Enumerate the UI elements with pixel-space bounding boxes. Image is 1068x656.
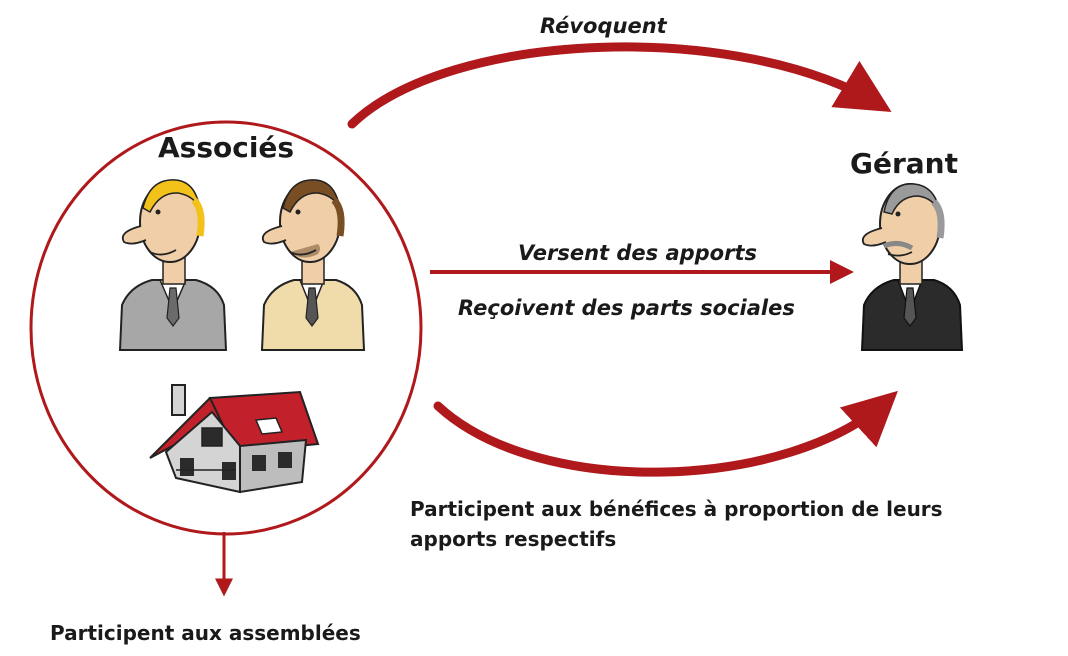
label-versent-apports: Versent des apports bbox=[518, 241, 758, 265]
arrow-revoquent bbox=[347, 42, 892, 129]
arrow-benefices bbox=[433, 390, 898, 477]
associate-blond-icon bbox=[118, 179, 228, 351]
house-icon bbox=[149, 384, 320, 494]
associate-brown-icon bbox=[260, 179, 366, 351]
associates-circle bbox=[29, 120, 423, 536]
label-assemblees: Participent aux assemblées bbox=[50, 621, 361, 645]
label-benefices: Participent aux bénéfices à proportion d… bbox=[410, 494, 943, 554]
label-gerant: Gérant bbox=[850, 147, 958, 180]
label-recoivent-parts: Reçoivent des parts sociales bbox=[458, 296, 795, 320]
label-benefices-line2: apports respectifs bbox=[410, 527, 617, 551]
manager-icon bbox=[860, 183, 964, 351]
label-benefices-line1: Participent aux bénéfices à proportion d… bbox=[410, 497, 943, 521]
label-associes: Associés bbox=[158, 131, 295, 164]
label-revoquent: Révoquent bbox=[540, 14, 667, 38]
